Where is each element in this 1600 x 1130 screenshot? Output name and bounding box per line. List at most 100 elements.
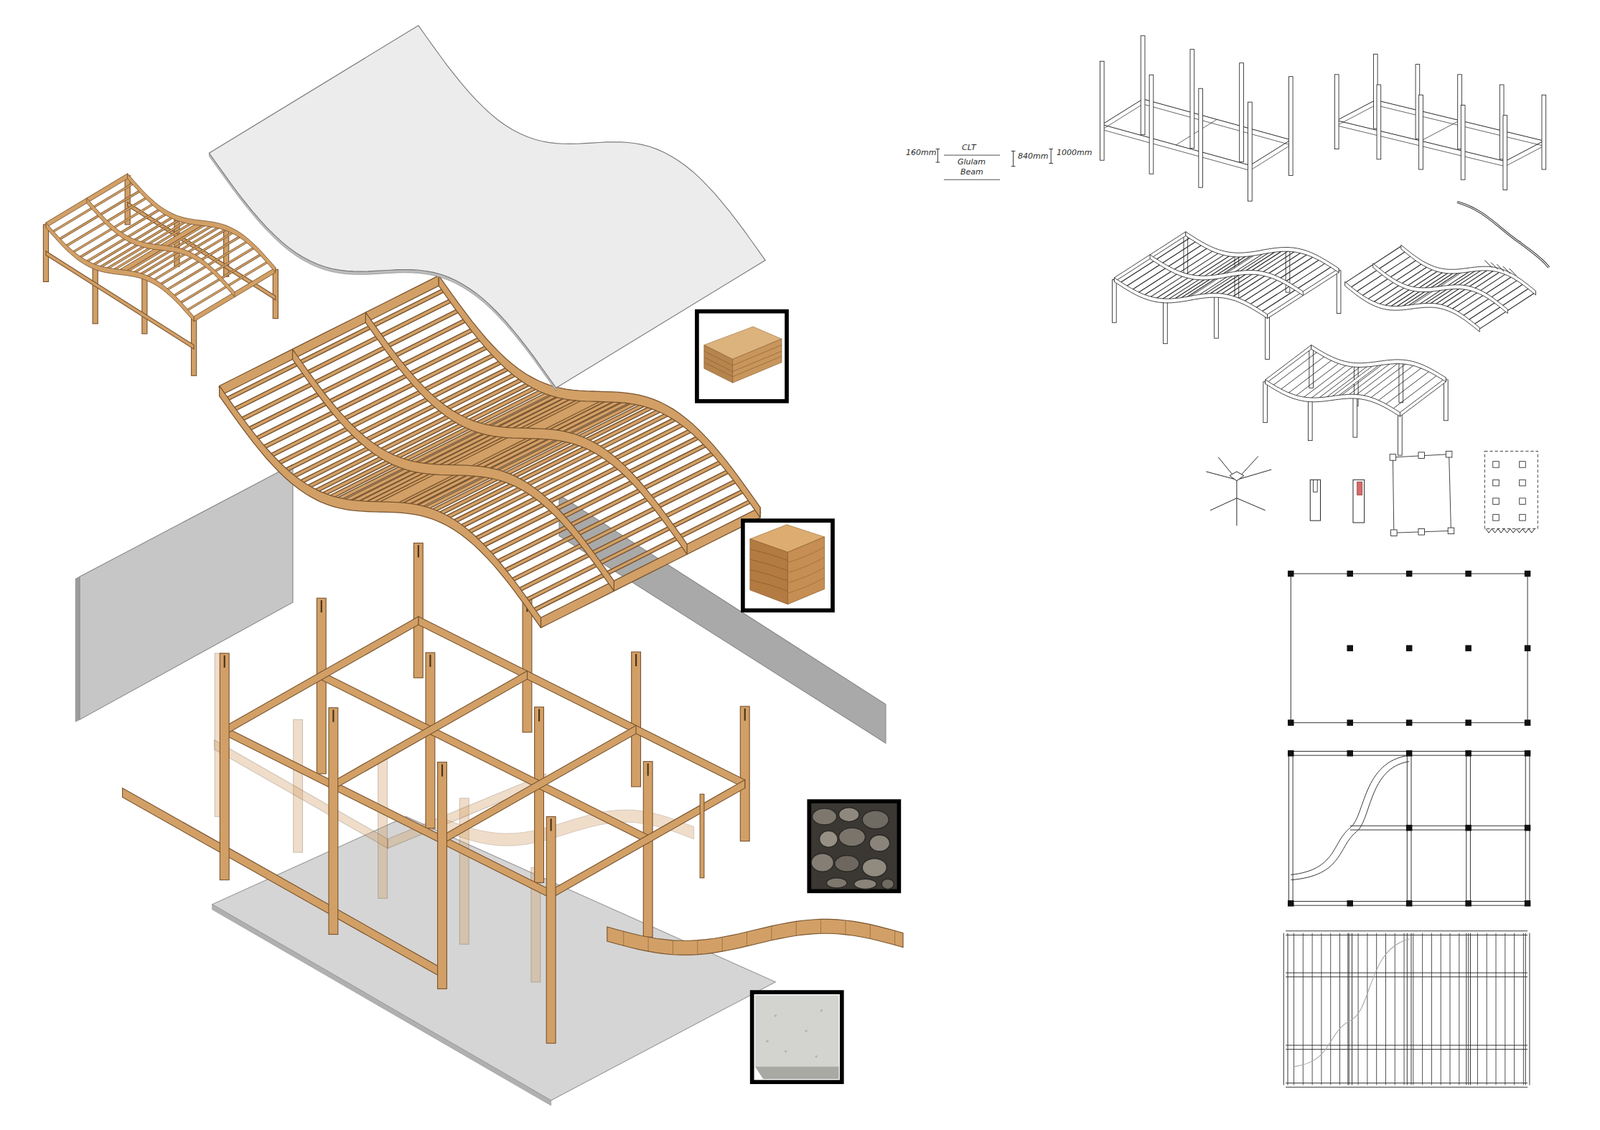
cross-beam (380, 391, 601, 512)
slab-outline (1336, 104, 1545, 166)
glulam-beam (1114, 277, 1267, 319)
plan-sketch (1392, 454, 1451, 533)
roof-lattice (1114, 231, 1339, 319)
timber-post (316, 597, 326, 774)
post-notch (223, 655, 226, 668)
timber-post (534, 707, 545, 883)
beam-line (1288, 752, 1290, 904)
slat-line (1431, 933, 1433, 1086)
column-mark (1465, 719, 1472, 726)
timber-beam (214, 740, 389, 849)
timber-post (413, 542, 423, 678)
plan-sketch (1484, 450, 1538, 529)
column-mark (1465, 645, 1472, 652)
glulam-roof-grid (219, 275, 761, 629)
slat (533, 500, 753, 611)
beam-line (1285, 972, 1528, 974)
slat-line (1477, 933, 1478, 1086)
stone (826, 877, 847, 888)
post-sketch (1140, 35, 1145, 135)
beam-line (1283, 933, 1285, 1086)
material-label: Glulam (957, 157, 986, 166)
slat (1272, 351, 1319, 386)
clt-side (704, 345, 733, 384)
timber-beam (442, 725, 636, 845)
clt-layer (732, 356, 782, 377)
curved-beam-line (1290, 755, 1410, 875)
column-mark (1465, 824, 1472, 832)
post-notch (429, 654, 431, 667)
column-mark (1346, 645, 1354, 652)
glulam-beam (219, 385, 542, 628)
slat-line (1348, 933, 1350, 1086)
glulam-beam (1149, 254, 1303, 296)
board-joint (770, 925, 772, 941)
post-sketch (1460, 104, 1466, 180)
concrete-pore (784, 1050, 787, 1053)
slat-sketch (1490, 262, 1499, 270)
post-sketch (1398, 414, 1403, 456)
beam-line (1285, 930, 1528, 932)
post-sketch (1419, 94, 1424, 170)
column-mark (1406, 645, 1413, 652)
column-mark (1524, 824, 1532, 832)
frame-sketch (1099, 35, 1293, 201)
beam-line (1525, 933, 1527, 1086)
board-joint (796, 920, 797, 936)
timber-post (425, 652, 435, 829)
post-sketch (1239, 63, 1244, 163)
column-mark (1465, 900, 1472, 907)
slat-line (1467, 933, 1469, 1086)
beam-sketch (1457, 202, 1550, 268)
roof-sketch (1263, 345, 1448, 456)
swatch-frame (808, 801, 899, 891)
slat-line (1376, 933, 1377, 1086)
clt-layer (732, 345, 782, 366)
concrete-pore (774, 1014, 777, 1017)
dimension-tick (1048, 149, 1054, 164)
beam-line (1351, 933, 1353, 1086)
post-sketch (1190, 49, 1195, 149)
concrete-pore (815, 1055, 818, 1058)
column-mark (1287, 570, 1295, 578)
column-mark (1389, 454, 1397, 461)
material-label: CLT (961, 143, 977, 152)
slat (1385, 369, 1432, 405)
timber-post (142, 276, 148, 334)
timber-frame (122, 542, 751, 1043)
timber-post (272, 269, 278, 318)
column-mark (1519, 479, 1527, 486)
slat-line (1513, 933, 1515, 1086)
column-mark (1524, 719, 1532, 726)
column-mark (1465, 570, 1472, 578)
post-notch (417, 544, 420, 558)
post-notch (550, 818, 552, 831)
concrete-pore (820, 1009, 823, 1012)
column-mark (1493, 514, 1500, 522)
column-mark (1445, 450, 1453, 458)
post-sketch (1444, 379, 1449, 421)
cross-beam (1399, 377, 1446, 417)
post-sketch (1334, 74, 1339, 150)
column-mark (1465, 750, 1472, 757)
slat-line (1458, 933, 1460, 1086)
post-detail (1310, 479, 1321, 521)
faint-curve (1294, 938, 1410, 1067)
slat (1377, 366, 1424, 401)
slat (1325, 363, 1372, 398)
board-joint (623, 931, 624, 946)
timber-post (546, 816, 556, 1043)
slat-line (1385, 933, 1387, 1086)
post-notch (538, 709, 540, 722)
stone-wall-left (79, 464, 293, 720)
board-joint (722, 936, 723, 952)
post-sketch (1099, 61, 1104, 161)
beam-line (1465, 933, 1467, 1086)
board-joint (648, 936, 649, 952)
roof-lattice (1345, 244, 1537, 332)
slat-line (1394, 933, 1396, 1086)
notch-highlight (1357, 481, 1363, 495)
stone-wall-left-edge (75, 576, 80, 722)
roof-lattice (1265, 345, 1447, 418)
